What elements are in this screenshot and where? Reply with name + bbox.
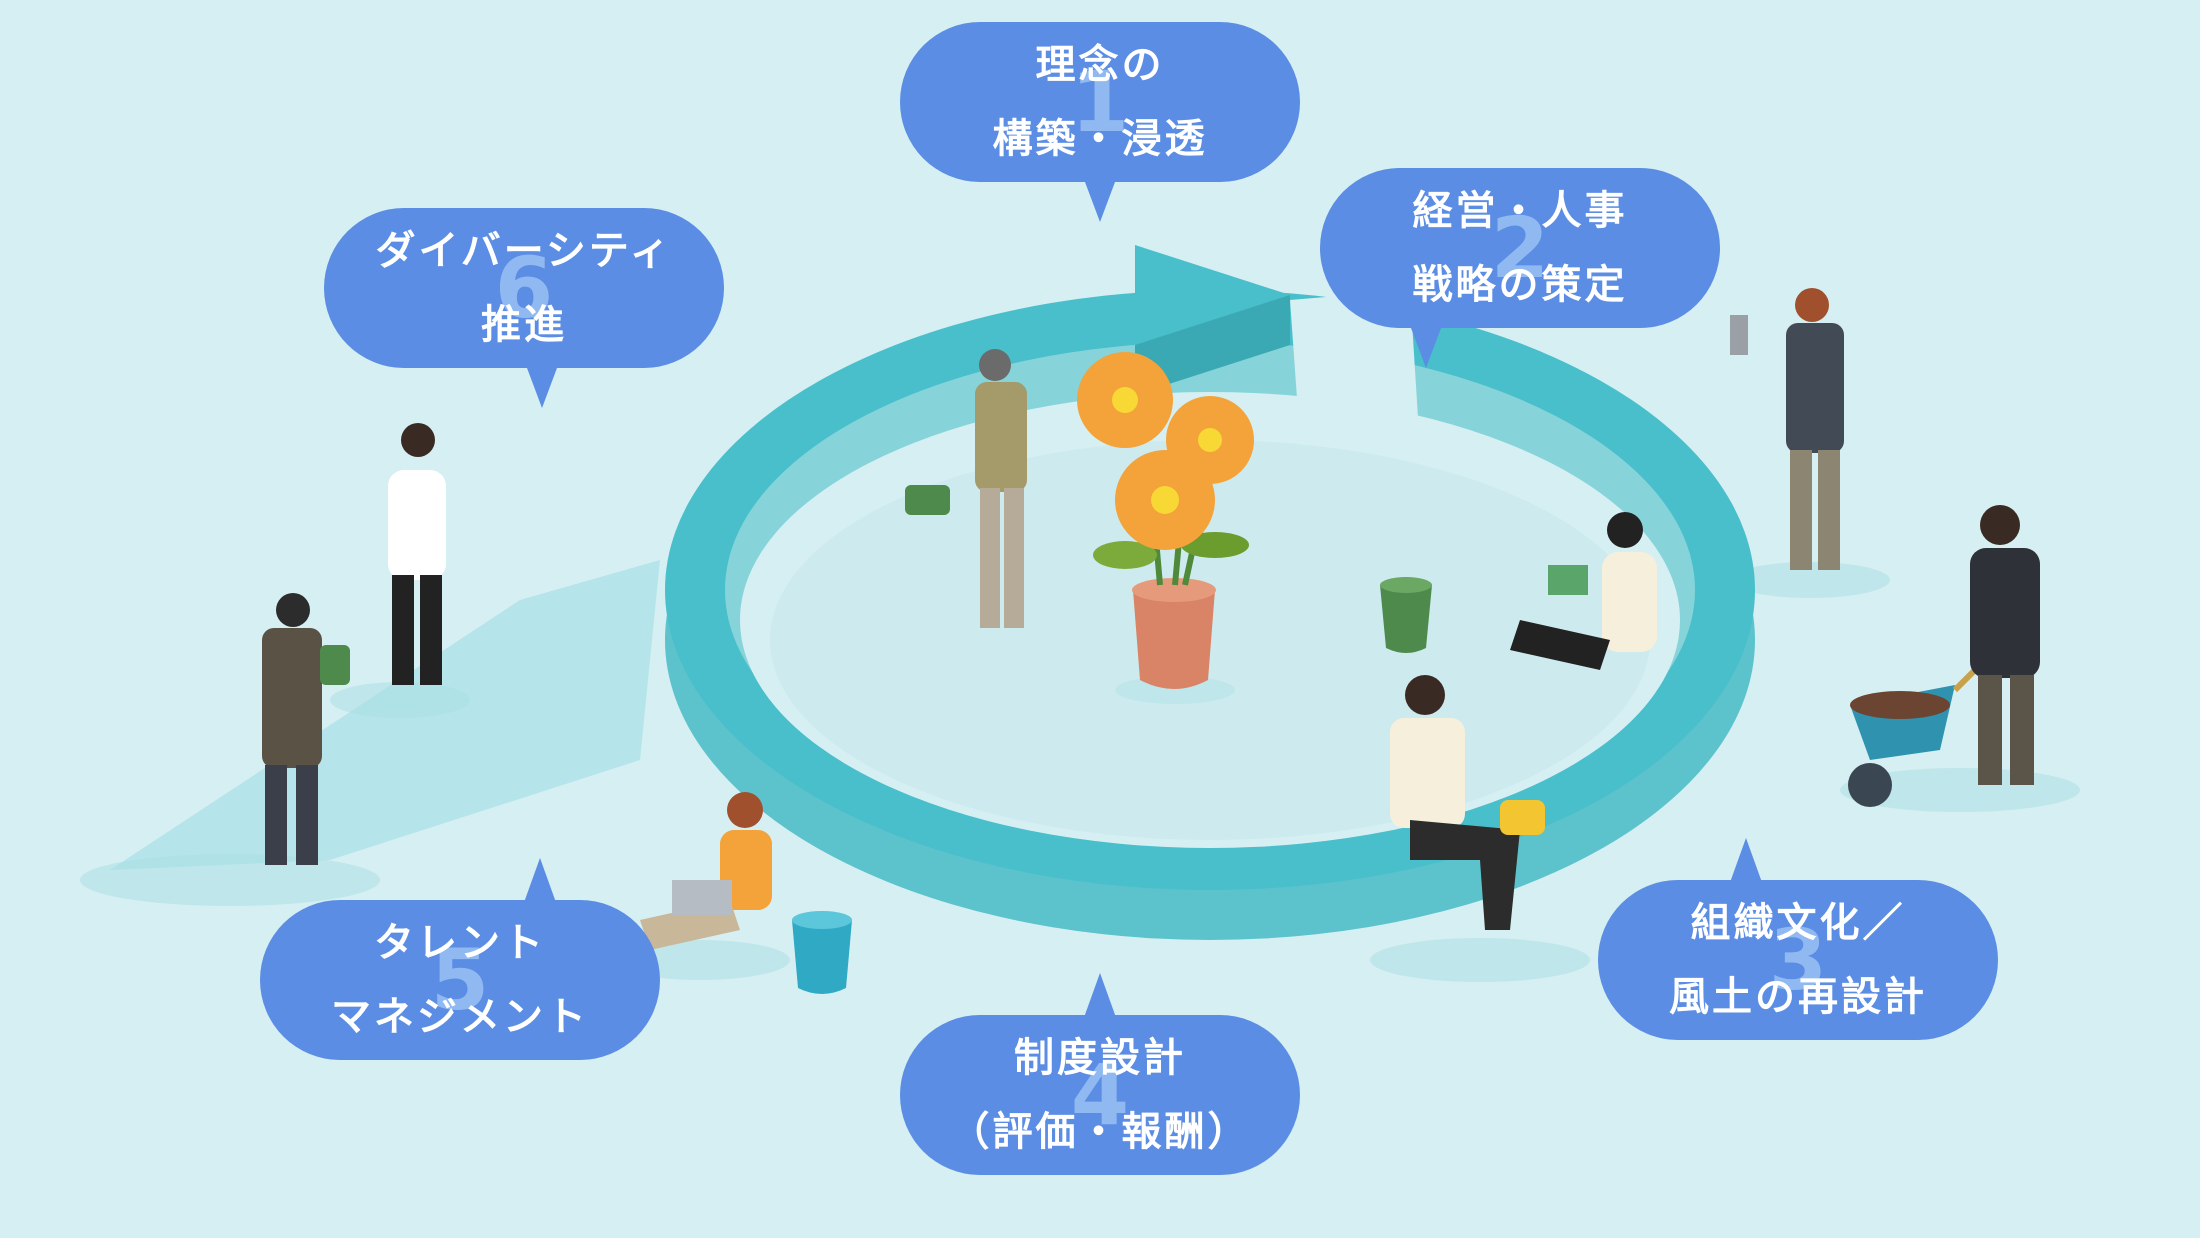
step-title-line-1: タレント [374,920,546,966]
person-center-watering [905,349,1027,628]
ring-gap [1290,290,1420,450]
person-sitting-front [1390,675,1545,930]
step-bubble-6: 6 ダイバーシティ 推進 [324,208,724,408]
bubble-tail [522,858,558,908]
flower-center [1112,387,1222,514]
bubble-body: 4 制度設計 （評価・報酬） [900,1015,1300,1175]
step-number: 5 [430,931,490,1029]
step-number: 4 [1070,1046,1130,1144]
bubble-body: 1 理念の 構築・浸透 [900,22,1300,182]
blue-bucket [792,911,852,994]
step-number: 3 [1768,911,1828,1009]
person-sitting-reading [1510,512,1657,670]
step-title-line-2: （評価・報酬） [949,1109,1251,1155]
step-bubble-2: 2 経営・人事 戦略の策定 [1320,168,1720,368]
step-title-line-2: 風土の再設計 [1669,974,1927,1020]
ground-shadow [1730,562,1890,598]
bubble-tail [1728,838,1764,888]
ring-arrowhead-side [1135,295,1290,395]
step-number: 6 [494,239,554,337]
pot [1133,590,1215,689]
step-title-line-1: 制度設計 [1014,1035,1186,1081]
step-title-line-1: ダイバーシティ [375,228,673,274]
bubble-tail [1082,174,1118,222]
flower-pot-illustration [1077,352,1254,704]
step-title-line-1: 組織文化／ [1690,900,1906,946]
step-number: 2 [1490,199,1550,297]
person-right-shovel [1730,288,1844,570]
bubble-body: 5 タレント マネジメント [260,900,660,1060]
bubble-body: 3 組織文化／ 風土の再設計 [1598,880,1998,1040]
bubble-tail [524,360,560,408]
green-bucket [1380,577,1432,653]
ground-shadow [1370,938,1590,982]
ring-tail [110,560,660,870]
step-bubble-4: 4 制度設計 （評価・報酬） [900,973,1300,1175]
pot-rim [1132,578,1216,602]
person-left-standing [262,593,350,865]
step-bubble-5: 5 タレント マネジメント [260,858,660,1060]
step-title-line-2: 推進 [481,302,567,348]
step-title-line-2: 戦略の策定 [1412,262,1628,308]
step-title-line-1: 理念の [1035,42,1165,88]
bubble-tail [1408,320,1444,368]
pot-shadow [1115,676,1235,704]
person-right-wheelbarrow [1970,505,2040,785]
person-left-woman [388,423,446,685]
step-bubble-3: 3 組織文化／ 風土の再設計 [1598,838,1998,1040]
leaf [1181,532,1249,558]
wheelbarrow [1848,652,1993,807]
step-title-line-1: 経営・人事 [1412,188,1628,234]
bubble-body: 2 経営・人事 戦略の策定 [1320,168,1720,328]
step-number: 1 [1070,53,1130,151]
step-title-line-2: 構築・浸透 [992,116,1208,162]
bubble-body: 6 ダイバーシティ 推進 [324,208,724,368]
step-bubble-1: 1 理念の 構築・浸透 [900,22,1300,222]
ring-arrowhead [1135,245,1290,345]
person-sitting-laptop [640,792,772,950]
step-title-line-2: マネジメント [331,994,589,1040]
leaf [1093,541,1157,569]
bubble-tail [1082,973,1118,1023]
